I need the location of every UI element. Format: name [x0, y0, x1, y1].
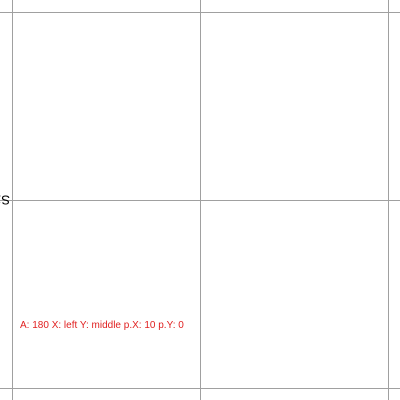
grid-line-horizontal-top — [0, 12, 400, 13]
rotated-text-label: S123456789E — [0, 192, 10, 208]
grid-line-horizontal-bottom — [0, 388, 400, 389]
grid-line-horizontal-middle — [0, 200, 400, 201]
parameter-caption: A: 180 X: left Y: middle p.X: 10 p.Y: 0 — [20, 320, 184, 331]
